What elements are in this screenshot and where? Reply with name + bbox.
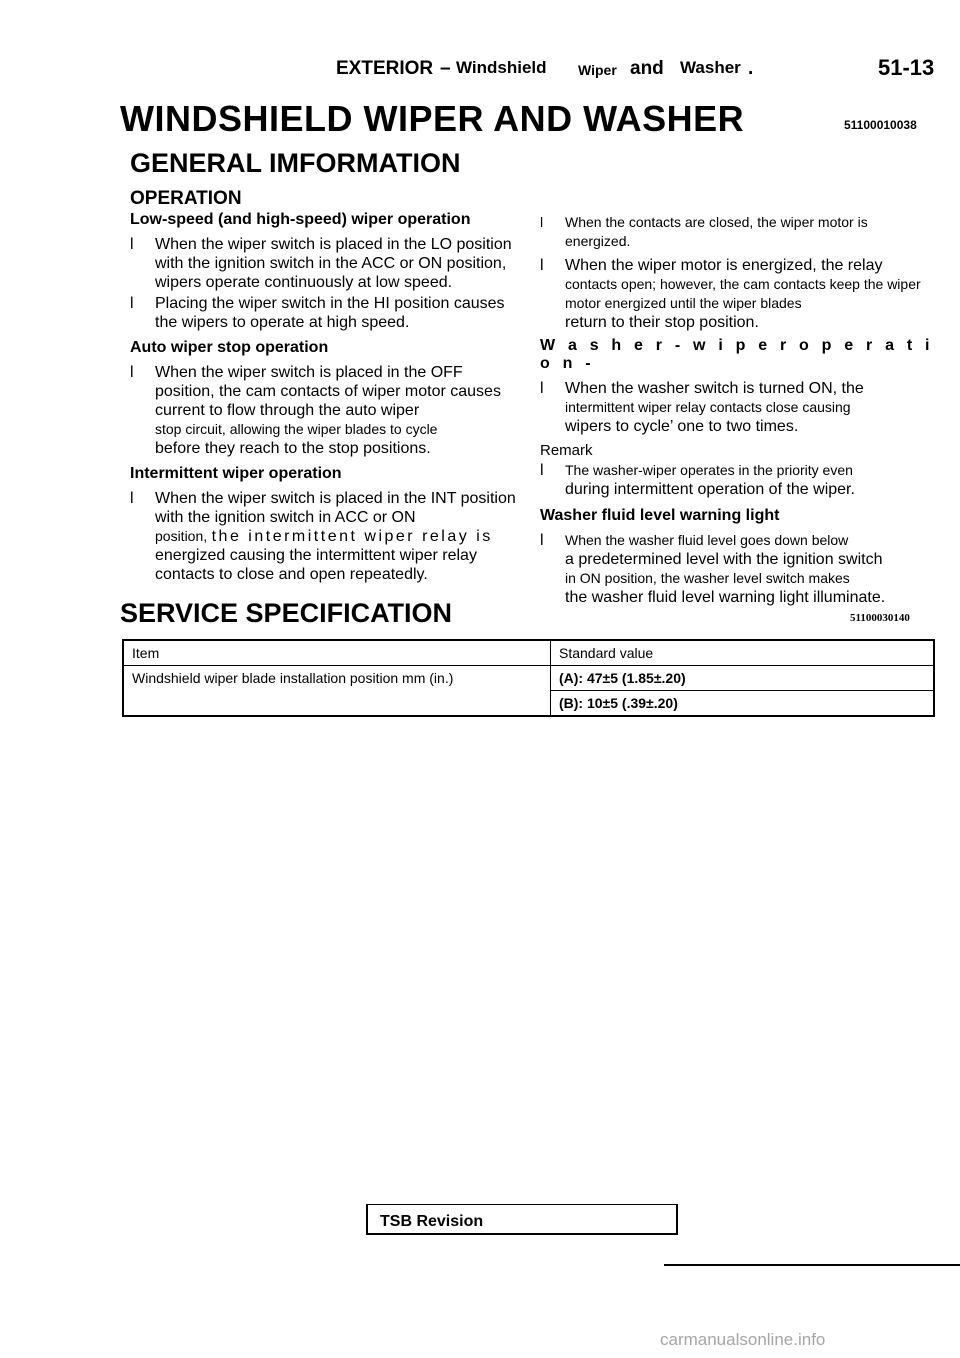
- table-header-item: Item: [122, 639, 551, 666]
- list-item: l Placing the wiper switch in the HI pos…: [130, 294, 520, 332]
- item-text: intermittent wiper relay contacts close …: [565, 399, 851, 415]
- service-heading: SERVICE SPECIFICATION: [120, 598, 453, 628]
- spec-table: Item Standard value Windshield wiper bla…: [122, 639, 935, 717]
- item-text: wipers to cycle’ one to two times.: [565, 418, 799, 435]
- item-text: in ON position, the washer level switch …: [565, 570, 850, 586]
- header-word-windshield: Windshield: [456, 58, 547, 77]
- header-word-washer: Washer: [680, 58, 741, 77]
- item-text: When the washer fluid level goes down be…: [565, 532, 849, 548]
- left-column: Low-speed (and high-speed) wiper operati…: [130, 210, 520, 586]
- header-word-wiper: Wiper: [578, 62, 617, 78]
- item-text: before they reach to the stop positions.: [155, 440, 431, 457]
- watermark: carmanualsonline.info: [660, 1330, 826, 1349]
- bullet: l: [130, 364, 134, 381]
- list-item: l When the wiper motor is energized, the…: [540, 256, 935, 332]
- table-cell-item: Windshield wiper blade installation posi…: [122, 665, 551, 717]
- list-item: l When the washer switch is turned ON, t…: [540, 379, 935, 436]
- item-text: energized causing the intermittent wiper…: [155, 547, 477, 583]
- bullet: l: [130, 490, 134, 507]
- item-text: When the wiper switch is placed in the I…: [155, 490, 516, 526]
- item-text: contacts open; however, the cam contacts…: [565, 276, 921, 311]
- bullet: l: [130, 236, 134, 253]
- table-cell-value-b: (B): 10±5 (.39±.20): [550, 690, 935, 717]
- item-text: Placing the wiper switch in the HI posit…: [155, 295, 505, 331]
- item-text: the intermittent wiper relay is: [211, 528, 493, 545]
- item-text: the washer fluid level warning light ill…: [565, 589, 886, 606]
- table-header-row: Item Standard value: [122, 639, 935, 666]
- list-item: l The washer-wiper operates in the prior…: [540, 461, 935, 499]
- item-text: stop circuit, allowing the wiper blades …: [155, 421, 438, 437]
- subtitle: GENERAL IMFORMATION: [130, 148, 461, 178]
- header-dot: .: [748, 58, 754, 79]
- table-cell-value-a: (A): 47±5 (1.85±.20): [550, 665, 935, 691]
- low-speed-heading: Low-speed (and high-speed) wiper operati…: [130, 211, 471, 228]
- header-word-and: and: [630, 58, 664, 79]
- intermittent-heading: Intermittent wiper operation: [130, 465, 342, 482]
- item-text: When the washer switch is turned ON, the: [565, 380, 864, 397]
- service-code: 51100030140: [850, 612, 910, 624]
- title-code: 51100010038: [844, 118, 917, 132]
- list-item: l When the wiper switch is placed in the…: [130, 489, 520, 584]
- table-header-standard: Standard value: [550, 639, 935, 666]
- washer-wiper-heading: W a s h e r - w i p e r o p e r a t i o …: [540, 337, 934, 372]
- header-section: EXTERIOR: [336, 58, 434, 79]
- table-row: Windshield wiper blade installation posi…: [122, 665, 935, 717]
- bullet: l: [130, 295, 134, 312]
- remark-label: Remark: [540, 442, 593, 459]
- table-row: (B): 10±5 (.39±.20): [123, 690, 935, 717]
- page-title: WINDSHIELD WIPER AND WASHER: [120, 98, 745, 139]
- footer-rule: [664, 1264, 960, 1266]
- item-text: during intermittent operation of the wip…: [565, 481, 855, 498]
- item-text: When the wiper motor is energized, the r…: [565, 257, 883, 274]
- page-number: 51-13: [878, 55, 935, 80]
- item-text: The washer-wiper operates in the priorit…: [565, 462, 853, 478]
- list-item: l When the wiper switch is placed in the…: [130, 363, 520, 458]
- list-item: l When the washer fluid level goes down …: [540, 531, 935, 607]
- item-text: a predetermined level with the ignition …: [565, 551, 883, 568]
- bullet: l: [540, 532, 544, 549]
- item-text: return to their stop position.: [565, 314, 759, 331]
- right-column: l When the contacts are closed, the wipe…: [540, 213, 935, 609]
- auto-stop-heading: Auto wiper stop operation: [130, 339, 329, 356]
- list-item: l When the contacts are closed, the wipe…: [540, 213, 935, 251]
- operation-heading: OPERATION: [130, 188, 242, 209]
- bullet: l: [540, 380, 544, 397]
- item-text: When the contacts are closed, the wiper …: [565, 214, 868, 249]
- header-dash: –: [440, 58, 451, 79]
- item-text: position,: [155, 528, 208, 544]
- tsb-revision-box: TSB Revision: [366, 1204, 678, 1235]
- bullet: l: [540, 257, 544, 274]
- item-text: When the wiper switch is placed in the L…: [155, 236, 512, 291]
- fluid-level-heading: Washer fluid level warning light: [540, 507, 780, 524]
- item-text: When the wiper switch is placed in the O…: [155, 364, 501, 419]
- tsb-revision-label: TSB Revision: [380, 1213, 484, 1230]
- bullet: l: [540, 214, 544, 230]
- bullet: l: [540, 462, 544, 479]
- list-item: l When the wiper switch is placed in the…: [130, 235, 520, 292]
